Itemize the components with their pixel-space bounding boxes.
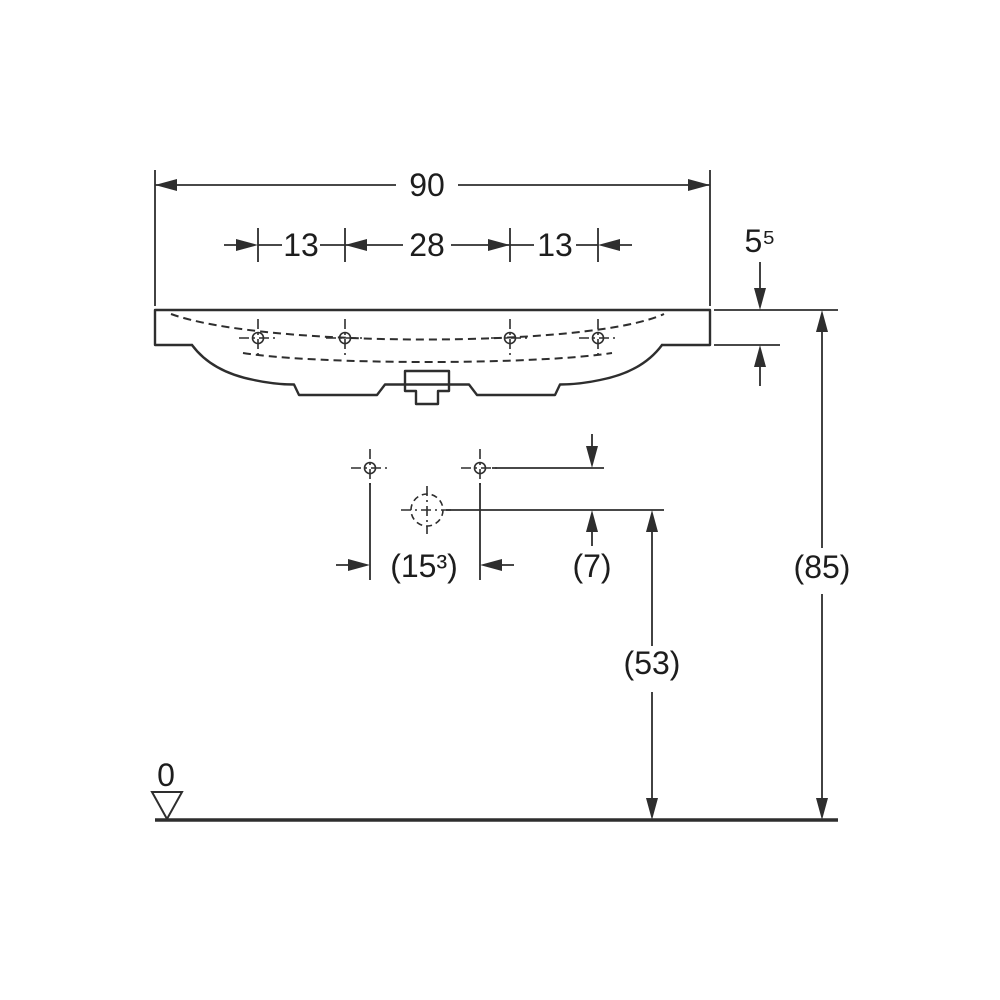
dim-label-rim-thickness: 5⁵: [744, 223, 775, 259]
dim-label-spacing-right: 13: [537, 227, 573, 263]
dim-label-overall-width: 90: [409, 167, 445, 203]
dim-label-overall-height: (85): [794, 549, 851, 585]
connection-points: [350, 448, 500, 534]
arrowhead-outside-right: [598, 239, 620, 251]
dim-label-spacing-left: 13: [283, 227, 319, 263]
floor-reference: 0: [150, 757, 838, 822]
arrowhead-bottom: [586, 510, 598, 532]
dim-connection-spacing: (15³): [336, 483, 514, 584]
extension-lines: [369, 483, 481, 580]
dim-overall-width: 90: [154, 167, 711, 306]
zero-level-symbol: [150, 791, 184, 822]
basin-bowl-outline: [190, 343, 664, 397]
dim-rim-thickness: 5⁵: [714, 223, 780, 386]
extension-lines: [154, 170, 711, 306]
arrowhead-outside-left: [236, 239, 258, 251]
basin-front-view: [153, 308, 712, 406]
dim-overall-height: (85): [714, 309, 851, 820]
arrowhead-bottom: [646, 798, 658, 820]
dim-drain-height: (53): [446, 509, 681, 820]
tap-hole-crosshair: [578, 318, 618, 358]
dim-label-drain-offset: (7): [572, 548, 611, 584]
arrowhead-top: [646, 510, 658, 532]
arrowhead-right: [688, 179, 710, 191]
dim-label-zero-level: 0: [157, 757, 175, 793]
arrowhead-center-left: [345, 239, 367, 251]
arrowhead-left: [155, 179, 177, 191]
arrowhead-bottom: [754, 345, 766, 367]
arrowhead-top: [816, 310, 828, 332]
tap-hole-crosshair: [238, 318, 278, 358]
dim-label-connection-spacing: (15³): [390, 548, 458, 584]
hidden-bowl-rim: [170, 313, 665, 341]
dim-label-spacing-center: 28: [409, 227, 445, 263]
water-supply-crosshair-left: [350, 448, 390, 488]
dim-drain-offset: (7): [492, 434, 612, 584]
dim-tap-hole-spacing: 13 28 13: [224, 227, 632, 263]
basin-deck-outline: [153, 308, 712, 347]
arrowhead-center-right: [488, 239, 510, 251]
arrowhead-right: [480, 559, 502, 571]
arrowhead-bottom: [816, 798, 828, 820]
hidden-bowl-bottom: [242, 352, 613, 363]
dim-label-drain-height: (53): [624, 645, 681, 681]
arrowhead-top: [586, 446, 598, 468]
drain-trap-crosshair: [401, 486, 453, 534]
drain-fitting-outline: [403, 369, 451, 406]
arrowhead-top: [754, 288, 766, 310]
arrowhead-left: [348, 559, 370, 571]
